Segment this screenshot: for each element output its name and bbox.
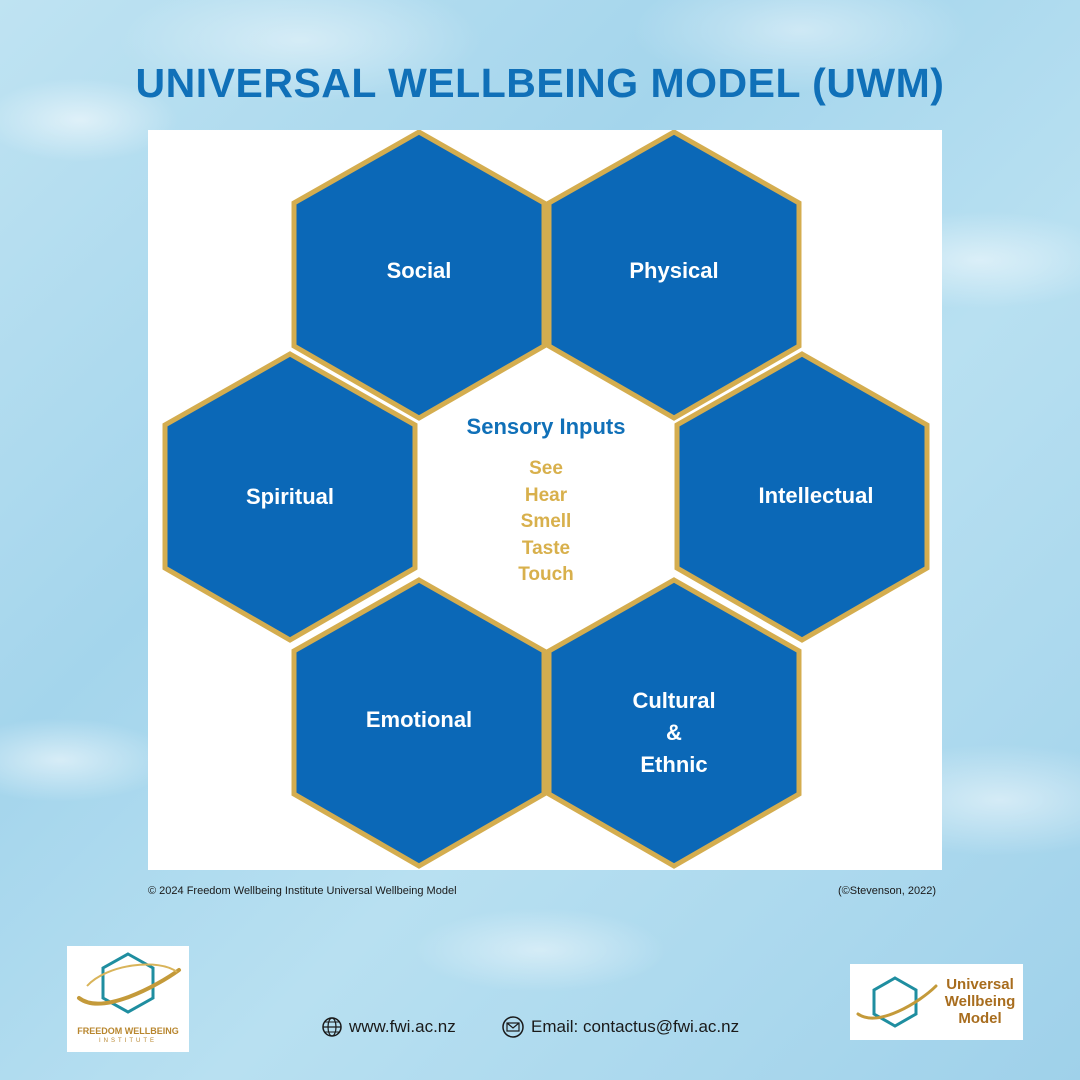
universal-wellbeing-model-logo: Universal Wellbeing Model [850, 964, 1023, 1040]
hexagon-label-cultural-ethnic: Cultural & Ethnic [632, 688, 716, 777]
copyright-notice: © 2024 Freedom Wellbeing Institute Unive… [148, 885, 457, 897]
page-title: UNIVERSAL WELLBEING MODEL (UWM) [135, 60, 945, 106]
email-text: Email: contactus@fwi.ac.nz [531, 1017, 740, 1036]
logo-left-subtitle: INSTITUTE [99, 1038, 157, 1044]
hexagon-label-physical: Physical [629, 258, 719, 283]
hexagon-physical [546, 130, 802, 421]
uwm-logo-line: Wellbeing [944, 993, 1016, 1010]
hexagon-label-social: Social [386, 258, 452, 283]
website-link[interactable]: www.fwi.ac.nz [321, 1016, 456, 1038]
logo-left-name: FREEDOM WELLBEING [77, 1026, 179, 1036]
hexagon-intellectual [674, 351, 930, 643]
hexagon-emotional [291, 577, 547, 869]
citation: (©Stevenson, 2022) [838, 885, 936, 897]
sense-item: See [529, 458, 563, 479]
uwm-logo-line: Model [958, 1010, 1002, 1027]
uwm-logo-line: Universal [946, 976, 1014, 993]
mail-icon [502, 1016, 524, 1038]
sensory-inputs-title: Sensory Inputs [466, 414, 626, 439]
hexagon-diagram [162, 130, 930, 869]
hexagon-social [291, 130, 547, 421]
hexagon-label-intellectual: Intellectual [758, 483, 874, 508]
diagram-panel [148, 130, 942, 870]
hexagon-cultural-ethnic [546, 577, 802, 869]
sensory-inputs-list: See Hear Smell Taste Touch [486, 456, 606, 589]
hexagon-swoosh-icon [77, 952, 181, 1014]
sense-item: Smell [520, 511, 572, 532]
hexagon-label-spiritual: Spiritual [245, 484, 334, 509]
email-link[interactable]: Email: contactus@fwi.ac.nz [501, 1016, 739, 1038]
sense-item: Hear [524, 484, 568, 506]
sense-item: Touch [518, 564, 574, 585]
website-text: www.fwi.ac.nz [349, 1017, 456, 1036]
sense-item: Taste [521, 537, 571, 559]
uwm-logo-text: Universal Wellbeing Model [938, 976, 1022, 1027]
uwm-hexagon-icon [856, 976, 938, 1028]
hexagon-spiritual [162, 351, 418, 643]
globe-icon [322, 1017, 342, 1037]
hexagon-label-emotional: Emotional [365, 707, 473, 732]
freedom-wellbeing-logo: FREEDOM WELLBEING INSTITUTE [67, 946, 189, 1052]
